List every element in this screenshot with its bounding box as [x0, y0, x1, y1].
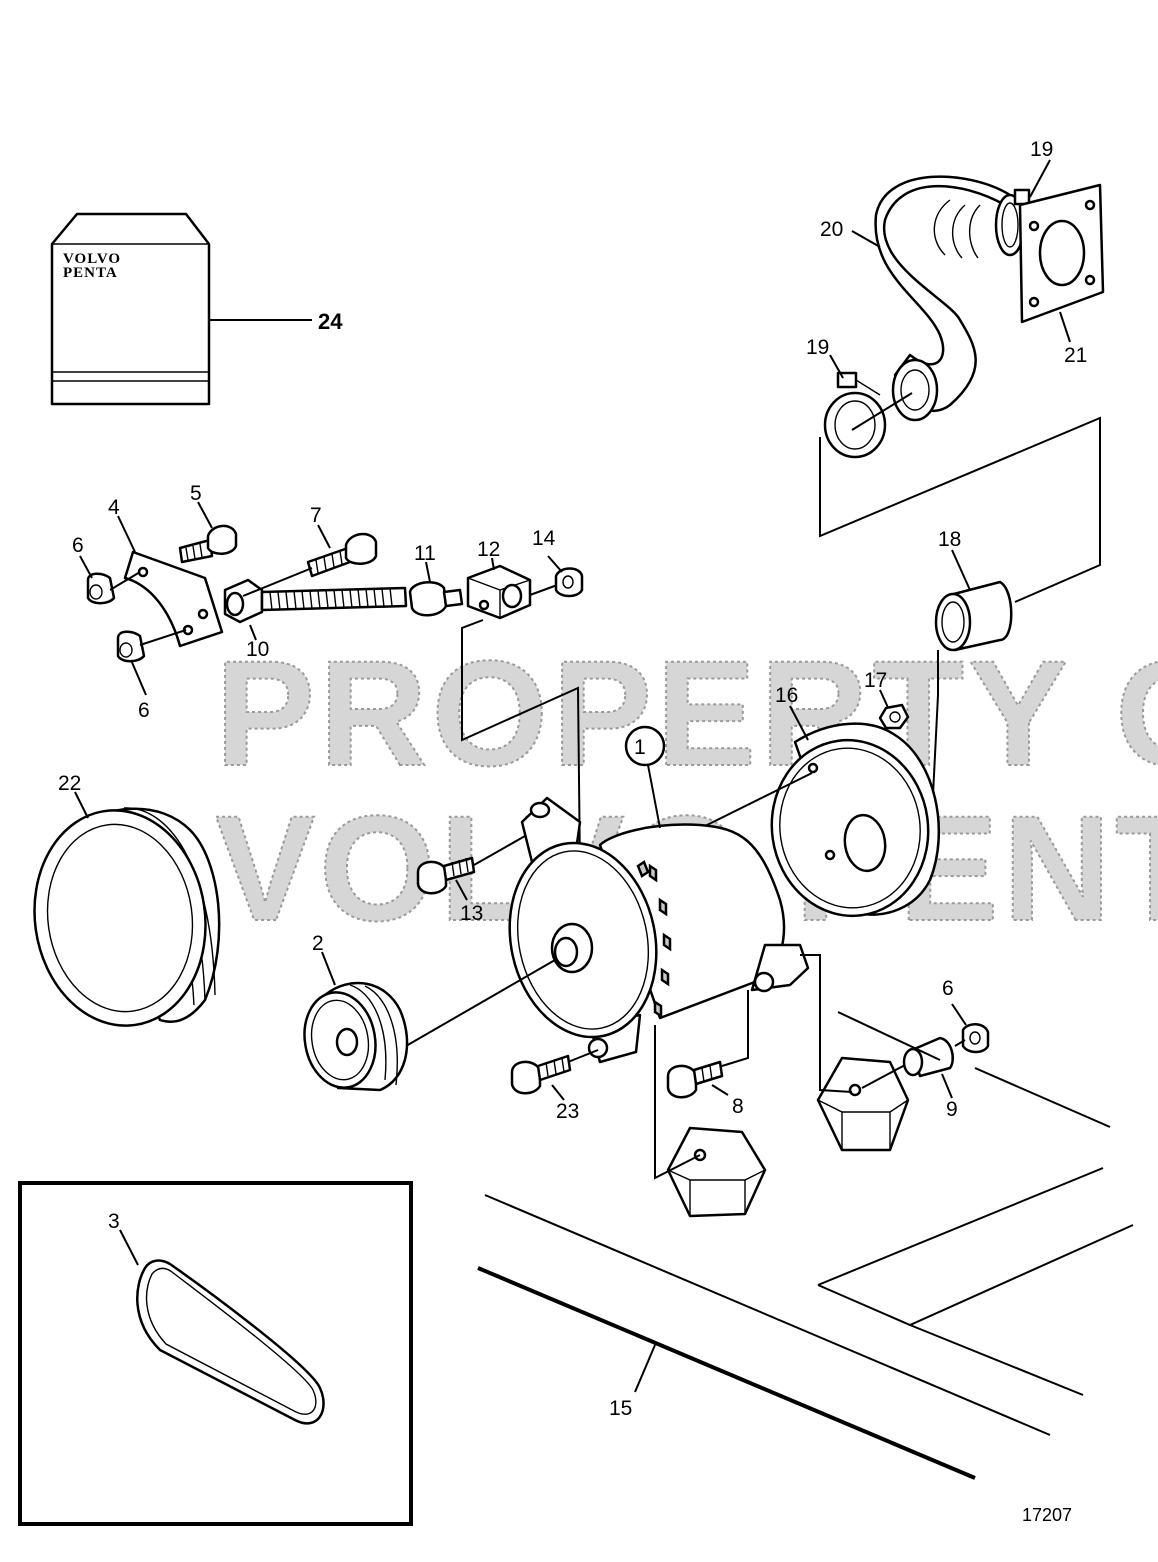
callout-6-upper: 6	[72, 534, 84, 557]
part-1-alternator	[405, 796, 810, 1064]
part-10-spacer-block	[223, 578, 264, 624]
callout-8: 8	[732, 1095, 744, 1118]
callout-6-right: 6	[942, 977, 954, 1000]
callout-14: 14	[532, 527, 556, 550]
callout-17: 17	[864, 669, 887, 692]
part-21-flange-plate	[1018, 183, 1105, 324]
callout-16: 16	[775, 684, 798, 707]
part-2-pulley	[303, 981, 409, 1092]
callout-21: 21	[1064, 344, 1087, 367]
part-1-callout-circle	[624, 725, 666, 767]
callout-5: 5	[190, 482, 202, 505]
part-13-bolt	[416, 856, 476, 895]
figure-number: 17207	[1022, 1505, 1072, 1525]
part-12-clamp-block	[466, 564, 532, 620]
callout-9: 9	[946, 1098, 958, 1121]
part-15-engine-bed	[477, 1011, 1134, 1480]
part-6-nut-upper	[86, 572, 116, 605]
callout-19-lower: 19	[806, 336, 829, 359]
callout-22: 22	[58, 772, 81, 795]
callout-2: 2	[312, 932, 324, 955]
mount-hex-left	[666, 1126, 767, 1218]
callout-3: 3	[108, 1210, 120, 1233]
watermark-line-2: VOLVO PENTA	[215, 784, 1158, 952]
part-22-crank-pulley	[33, 807, 221, 1027]
part-24-documentation-kit: VOLVO PENTA	[50, 212, 312, 406]
part-19-hose-clamp-lower	[823, 371, 887, 459]
callout-18: 18	[938, 528, 961, 551]
callout-24: 24	[318, 309, 343, 334]
part-6-nut-lower	[116, 630, 146, 663]
part-6-nut-right	[961, 1023, 990, 1054]
part-10-threaded-rod	[260, 586, 408, 612]
watermark: PROPERTY OF VOLVO PENTA	[214, 628, 1158, 953]
part-3-belt-inset	[18, 1181, 413, 1526]
callout-labels: 1 2 3 4 5 6 6 6 7 8 9 10 11 12 13 14 15 …	[58, 138, 1087, 1420]
callout-20: 20	[820, 218, 843, 241]
callout-1: 1	[634, 736, 646, 759]
callout-19-upper: 19	[1030, 138, 1053, 161]
part-7-adjusting-bolt	[306, 532, 378, 578]
callout-4: 4	[108, 496, 120, 519]
watermark-line-1: PROPERTY OF	[215, 629, 1158, 797]
part-20-hose-lower-end	[891, 358, 939, 422]
callout-15: 15	[609, 1397, 632, 1420]
callout-10: 10	[246, 638, 269, 661]
callout-6-lower: 6	[138, 699, 150, 722]
part-9-spacer	[902, 1036, 954, 1078]
part-14-washer-nut	[554, 567, 584, 598]
callout-7: 7	[310, 504, 322, 527]
callout-12: 12	[477, 538, 500, 561]
part-18-adapter-sleeve	[934, 580, 1013, 652]
callout-23: 23	[556, 1100, 579, 1123]
brand-badge-line-1: VOLVO	[63, 251, 121, 267]
brand-badge-line-2: PENTA	[63, 265, 118, 281]
callout-13: 13	[460, 902, 483, 925]
part-8-bolt	[666, 1060, 724, 1099]
mount-hex-right	[816, 1056, 910, 1152]
part-23-bolt	[510, 1054, 572, 1095]
part-11-pivot-nut	[408, 580, 464, 617]
part-4-bracket	[123, 550, 224, 648]
callout-11: 11	[414, 542, 436, 565]
part-5-bolt	[178, 524, 238, 564]
part-16-cover	[770, 722, 941, 918]
part-17-nut	[878, 703, 910, 730]
